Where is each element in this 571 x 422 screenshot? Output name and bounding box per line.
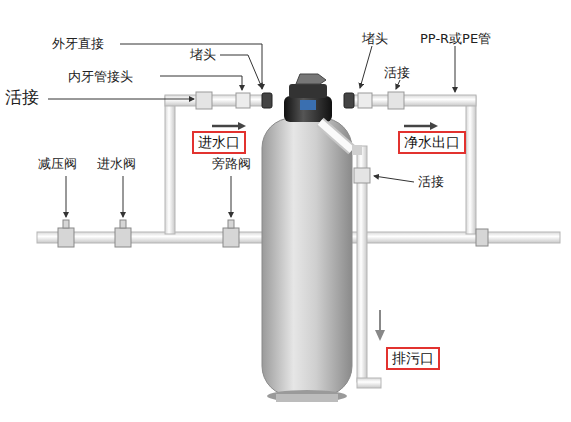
port-name: 进水口: [198, 134, 240, 151]
part-label: 堵头: [362, 32, 388, 46]
port-box: 排污口: [386, 347, 440, 370]
part-label: PP-R或PE管: [420, 32, 491, 46]
port-name: 净水出口: [404, 134, 460, 151]
port-box: 净水出口: [398, 131, 466, 154]
part-label: 活接: [384, 66, 410, 80]
port-box: 进水口: [192, 131, 246, 154]
part-label: 活接: [418, 175, 444, 189]
part-label: 活接: [5, 88, 39, 107]
part-label: 减压阀: [38, 157, 77, 171]
part-label: 旁路阀: [212, 157, 251, 171]
port-name: 排污口: [392, 350, 434, 367]
part-label: 内牙管接头: [68, 70, 133, 84]
part-label: 外牙直接: [52, 37, 104, 51]
part-label: 进水阀: [97, 157, 136, 171]
part-label: 堵头: [190, 48, 216, 62]
